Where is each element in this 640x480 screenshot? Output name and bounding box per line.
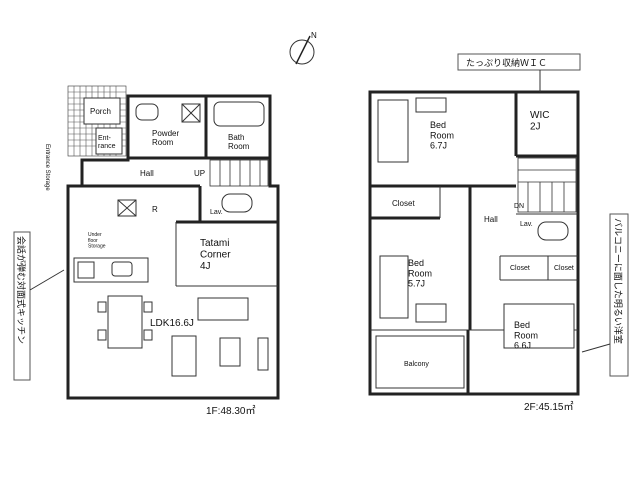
lav-2f-label: Lav.: [520, 221, 533, 228]
left-callout: 会話が弾む対面式キッチン: [13, 231, 65, 381]
bed2-icon: [379, 255, 409, 319]
hall-2f-label: Hall: [484, 215, 498, 224]
entrance-storage-note: Entrance Storage: [44, 144, 50, 191]
r-label: R: [152, 205, 158, 214]
entrance-label: Ent-rance: [98, 135, 116, 150]
bed1-icon: [377, 99, 409, 163]
compass: N: [289, 31, 317, 65]
kitchen-callout-arrow-icon: [29, 269, 65, 291]
floor1-area-label: 1F:48.30㎡: [206, 405, 255, 417]
coffee-table-icon: [219, 337, 241, 367]
bedroom-callout-text: バルコニーに面した明るい洋室: [612, 218, 624, 344]
compass-needle-icon: [295, 35, 311, 65]
ldk-label: LDK16.6J: [150, 318, 194, 329]
dining-table-icon: [107, 295, 143, 349]
kitchen-sink-icon: [111, 261, 133, 277]
kitchen-callout-text: 会話が弾む対面式キッチン: [15, 236, 27, 344]
closet3-label: Closet: [554, 265, 574, 272]
sofa-icon: [171, 335, 197, 377]
top-callout: たっぷり収納ＷＩＣ: [457, 53, 581, 92]
stairs-2f: [517, 157, 577, 213]
up-label: UP: [194, 169, 205, 178]
cabinet-icon: [257, 337, 269, 371]
desk2-icon: [415, 303, 447, 323]
lav-1f-label: Lav.: [210, 209, 223, 216]
closet2-label: Closet: [510, 265, 530, 272]
closet1-label: Closet: [392, 199, 415, 208]
bathtub-icon: [213, 101, 265, 127]
toilet-1f-icon: [221, 193, 253, 213]
compass-label: N: [311, 31, 317, 40]
stairs-1f: [209, 159, 269, 187]
bedroom-callout-arrow-icon: [581, 343, 611, 353]
balcony-area: [375, 335, 465, 389]
stove-icon: [77, 261, 95, 279]
tv-stand-icon: [197, 297, 249, 321]
balcony-label: Balcony: [404, 361, 429, 368]
hall-1f-label: Hall: [140, 169, 154, 178]
floor2-area-label: 2F:45.15㎡: [524, 401, 573, 413]
porch-label: Porch: [90, 107, 111, 116]
right-callout: バルコニーに面した明るい洋室: [581, 213, 629, 377]
powder-sink-icon: [135, 103, 159, 121]
desk1-icon: [415, 97, 447, 113]
wic-callout-text: たっぷり収納ＷＩＣ: [466, 57, 547, 69]
compass-circle-icon: [289, 39, 315, 65]
bed3-icon: [503, 303, 575, 349]
dn-label: DN: [514, 203, 524, 210]
toilet-2f-icon: [537, 221, 569, 241]
